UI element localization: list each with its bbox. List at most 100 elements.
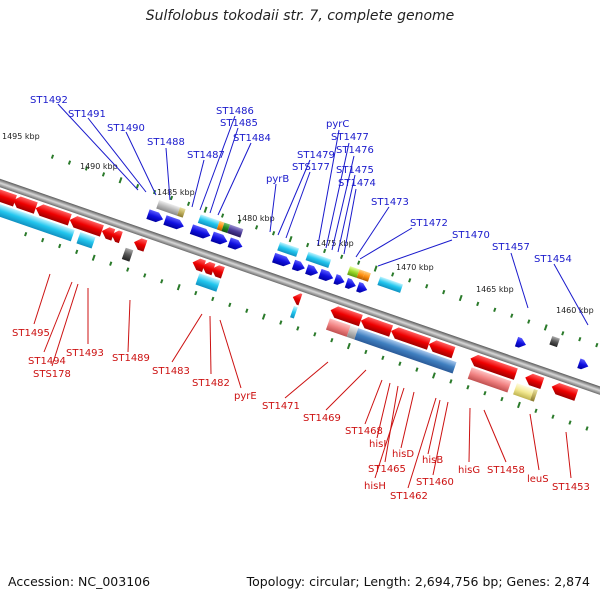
gene-label: ST1457 [492, 242, 530, 253]
genome-track [0, 154, 600, 431]
gene-label: ST1458 [487, 465, 525, 476]
gene-label: hisH [364, 481, 386, 492]
gene-box-steel [354, 328, 457, 374]
upper-gene-labels: ST1492 ST1491 ST1490 ST1488 ST1487 ST148… [30, 95, 572, 265]
gene-label: ST1492 [30, 95, 68, 106]
tick-row-outer [50, 154, 599, 348]
gene-label: ST1472 [410, 218, 448, 229]
gene-box-cyan [377, 276, 404, 293]
gene-box-dark [549, 336, 560, 348]
gene-label: ST1465 [368, 464, 406, 475]
gene-label: STS178 [33, 369, 71, 380]
gene-arrow [189, 224, 211, 239]
gene-label: ST1488 [147, 137, 185, 148]
gene-label: hisG [458, 465, 480, 476]
gene-label: leuS [527, 474, 549, 485]
gene-box-pink [325, 318, 351, 337]
gene-arrow [202, 261, 216, 276]
reverse-strand-genes [0, 188, 579, 402]
gene-arrow [134, 238, 148, 252]
lower-leader-lines [33, 273, 572, 489]
gene-box-cyan [0, 192, 75, 242]
gene-box-cyan [76, 231, 96, 249]
gene-label: hisB [422, 455, 443, 466]
gene-arrow [272, 252, 291, 267]
gene-arrow [111, 230, 123, 244]
kbp-label: 1480 kbp [237, 214, 275, 223]
gene-arrow [13, 196, 38, 214]
kbp-label: 1475 kbp [316, 239, 354, 248]
gene-arrow [210, 231, 228, 245]
gene-box-orange [216, 220, 225, 232]
gene-arrow [0, 188, 17, 207]
gene-box-cyan [290, 305, 298, 319]
gene-arrow [514, 336, 526, 348]
kbp-label: 1485 kbp [157, 188, 195, 197]
gene-label: ST1483 [152, 366, 190, 377]
gene-arrow [227, 237, 243, 250]
gene-arrow [330, 306, 363, 327]
gene-arrow [318, 268, 334, 281]
gene-label: ST1475 [336, 165, 374, 176]
gene-arrow [391, 327, 431, 350]
gene-arrow [577, 358, 589, 370]
gene-arrow [291, 259, 305, 272]
gene-box-olive [530, 388, 538, 402]
gene-label: ST1482 [192, 378, 230, 389]
gene-label: ST1490 [107, 123, 145, 134]
kbp-label: 1465 kbp [476, 285, 514, 294]
gene-arrow [35, 204, 72, 226]
upper-leader-lines [57, 103, 589, 326]
gene-box-cyan [277, 241, 300, 257]
gene-box-purple [227, 224, 244, 238]
gene-arrow [69, 216, 104, 237]
gene-label: ST1462 [390, 491, 428, 502]
gene-label: hisD [392, 449, 414, 460]
gene-arrow [333, 274, 345, 285]
gene-label: ST1454 [534, 254, 572, 265]
gene-arrow [292, 293, 303, 306]
gene-label: ST1453 [552, 482, 590, 493]
kbp-labels: 1495 kbp 1490 kbp 1485 kbp 1480 kbp 1475… [2, 132, 594, 315]
topology-label: Topology: circular; Length: 2,694,756 bp… [246, 574, 590, 589]
kbp-label: 1495 kbp [2, 132, 40, 141]
gene-label: hisI [369, 439, 386, 450]
gene-arrow [305, 264, 319, 276]
gene-label: STS177 [292, 162, 330, 173]
gene-box-green [221, 222, 231, 234]
page-title: Sulfolobus tokodaii str. 7, complete gen… [145, 8, 455, 24]
gene-box-gray [156, 200, 180, 216]
gene-label: pyrB [266, 174, 289, 185]
tick-row-inner [24, 231, 589, 431]
gene-label: ST1469 [303, 413, 341, 424]
gene-label: ST1471 [262, 401, 300, 412]
gene-label: ST1487 [187, 150, 225, 161]
gene-label: ST1485 [220, 118, 258, 129]
gene-arrow [344, 278, 356, 289]
gene-arrow [192, 258, 206, 272]
gene-label: ST1491 [68, 109, 106, 120]
gene-arrow [428, 340, 456, 359]
gene-arrow [356, 281, 368, 293]
gene-arrow [163, 215, 184, 230]
gene-label: ST1495 [12, 328, 50, 339]
gene-label: pyrE [234, 391, 257, 402]
gene-box-orange [356, 269, 366, 280]
gene-box-cyan [305, 251, 332, 269]
gene-label: ST1479 [297, 150, 335, 161]
forward-strand-genes [146, 200, 589, 370]
gene-box-pink [467, 367, 512, 393]
gene-label: pyrC [326, 119, 349, 130]
gene-box-dark [121, 247, 134, 262]
gene-box-orange [362, 271, 371, 282]
gene-box-gray [346, 325, 359, 340]
gene-label: ST1484 [233, 133, 271, 144]
lower-gene-labels: ST1495 ST1494 STS178 ST1493 ST1489 ST148… [12, 328, 590, 502]
gene-label: ST1460 [416, 477, 454, 488]
gene-label: ST1486 [216, 106, 254, 117]
kbp-label: 1460 kbp [556, 306, 594, 315]
gene-label: ST1494 [28, 356, 66, 367]
gene-label: ST1470 [452, 230, 490, 241]
gene-label: ST1468 [345, 426, 383, 437]
gene-arrow [551, 382, 579, 401]
